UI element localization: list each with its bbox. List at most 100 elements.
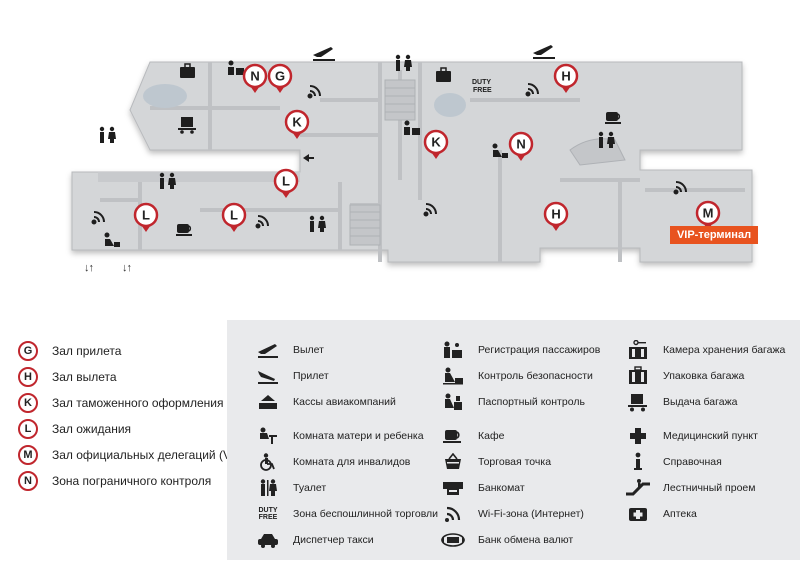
legend-label: Зона беспошлинной торговли [293,508,439,520]
pin-departure-hall: H [553,63,579,93]
legend-label: Паспортный контроль [478,396,585,408]
pin-waiting-hall: L [273,168,299,198]
pin-letter: H [561,69,570,84]
legend-label: Кассы авиакомпаний [293,396,396,408]
pin-departure-hall: H [543,201,569,231]
security-check-icon [492,143,508,158]
pin-waiting-hall: L [133,202,159,232]
zone-legend-item: G Зал прилета [18,338,238,364]
legend-item: Wi-Fi-зона (Интернет) [440,502,584,526]
arrow-left-icon [303,154,314,162]
duty-free-text: FREE [258,514,278,521]
zone-label: Зал ожидания [52,422,132,436]
pin-letter: G [275,69,285,84]
security-check-icon [440,365,466,387]
duty-free-text: DUTY [258,507,278,514]
cafe-icon [440,425,466,447]
legend-item: Контроль безопасности [440,364,593,388]
zone-legend-item: M Зал официальных делегаций (VIP) [18,442,246,468]
pin-letter: N [516,137,525,152]
luggage-storage-icon [180,63,195,78]
legend-label: Регистрация пассажиров [478,344,601,356]
legend-item: Вылет [255,338,324,362]
check-in-icon [440,339,466,361]
legend-label: Банк обмена валют [478,534,574,546]
legend-item: Банк обмена валют [440,528,573,552]
arrival-plane-icon [255,365,281,387]
zone-badge: H [18,367,38,387]
wifi-icon [91,83,687,229]
departure-plane-icon [313,47,335,61]
legend-item: Упаковка багажа [625,364,744,388]
pin-waiting-hall: L [221,202,247,232]
pin-letter: L [142,208,150,223]
mother-child-icon [255,425,281,447]
zone-badge: L [18,419,38,439]
legend-item: Паспортный контроль [440,390,585,414]
passport-control-icon [440,391,466,413]
zone-label: Зал таможенного оформления [52,396,224,410]
legend-label: Вылет [293,344,324,356]
departure-plane-icon [533,45,555,59]
legend-item: Справочная [625,450,722,474]
legend-label: Лестничный проем [663,482,756,494]
legend-item: Аптека [625,502,697,526]
legend-label: Выдача багажа [663,396,738,408]
check-in-icon [404,120,420,135]
legend-item: Торговая точка [440,450,551,474]
toilet-icon [159,172,176,189]
taxi-icon [255,529,281,551]
check-in-icon [228,60,244,75]
pin-letter: N [250,69,259,84]
pin-customs: K [284,109,310,139]
shop-icon [440,451,466,473]
pin-customs: K [423,129,449,159]
wifi-icon [440,503,466,525]
legend-label: Кафе [478,430,505,442]
baggage-claim-icon [178,117,196,134]
legend-label: Торговая точка [478,456,552,468]
cafe-icon [176,224,192,236]
zone-legend-item: N Зона пограничного контроля [18,468,238,494]
airline-desk-icon [255,391,281,413]
medical-cross-icon [625,425,651,447]
legend-item: Регистрация пассажиров [440,338,600,362]
legend-item: Камера хранения багажа [625,338,785,362]
legend-label: Аптека [663,508,697,520]
pharmacy-icon [625,503,651,525]
atm-icon [440,477,466,499]
legend-label: Контроль безопасности [478,370,593,382]
luggage-wrap-icon [625,365,651,387]
zone-legend-item: H Зал вылета [18,364,238,390]
legend-item: Выдача багажа [625,390,737,414]
zone-label: Зона пограничного контроля [52,474,212,488]
currency-exchange-icon [440,529,466,551]
security-check-icon [104,232,120,247]
legend-label: Упаковка багажа [663,370,745,382]
stair-arrows-icon: ↓↑ [84,262,94,274]
zone-badge: M [18,445,38,465]
zone-label: Зал прилета [52,344,122,358]
stair-arrows-icon: ↓↑ [122,262,132,274]
legend-label: Прилет [293,370,329,382]
zone-badge: K [18,393,38,413]
legend-label: Медицинский пункт [663,430,758,442]
legend-label: Wi-Fi-зона (Интернет) [478,508,584,520]
vip-terminal-label: VIP-терминал [670,226,758,244]
zone-badge: G [18,341,38,361]
toilet-icon [99,126,116,143]
duty-free-label: FREE [473,87,492,94]
pin-letter: H [551,207,560,222]
pin-letter: K [431,135,441,150]
legend-item: Кассы авиакомпаний [255,390,396,414]
carousel-oval [143,84,187,108]
departure-plane-icon [255,339,281,361]
luggage-storage-icon [625,339,651,361]
carousel-oval [434,93,466,117]
